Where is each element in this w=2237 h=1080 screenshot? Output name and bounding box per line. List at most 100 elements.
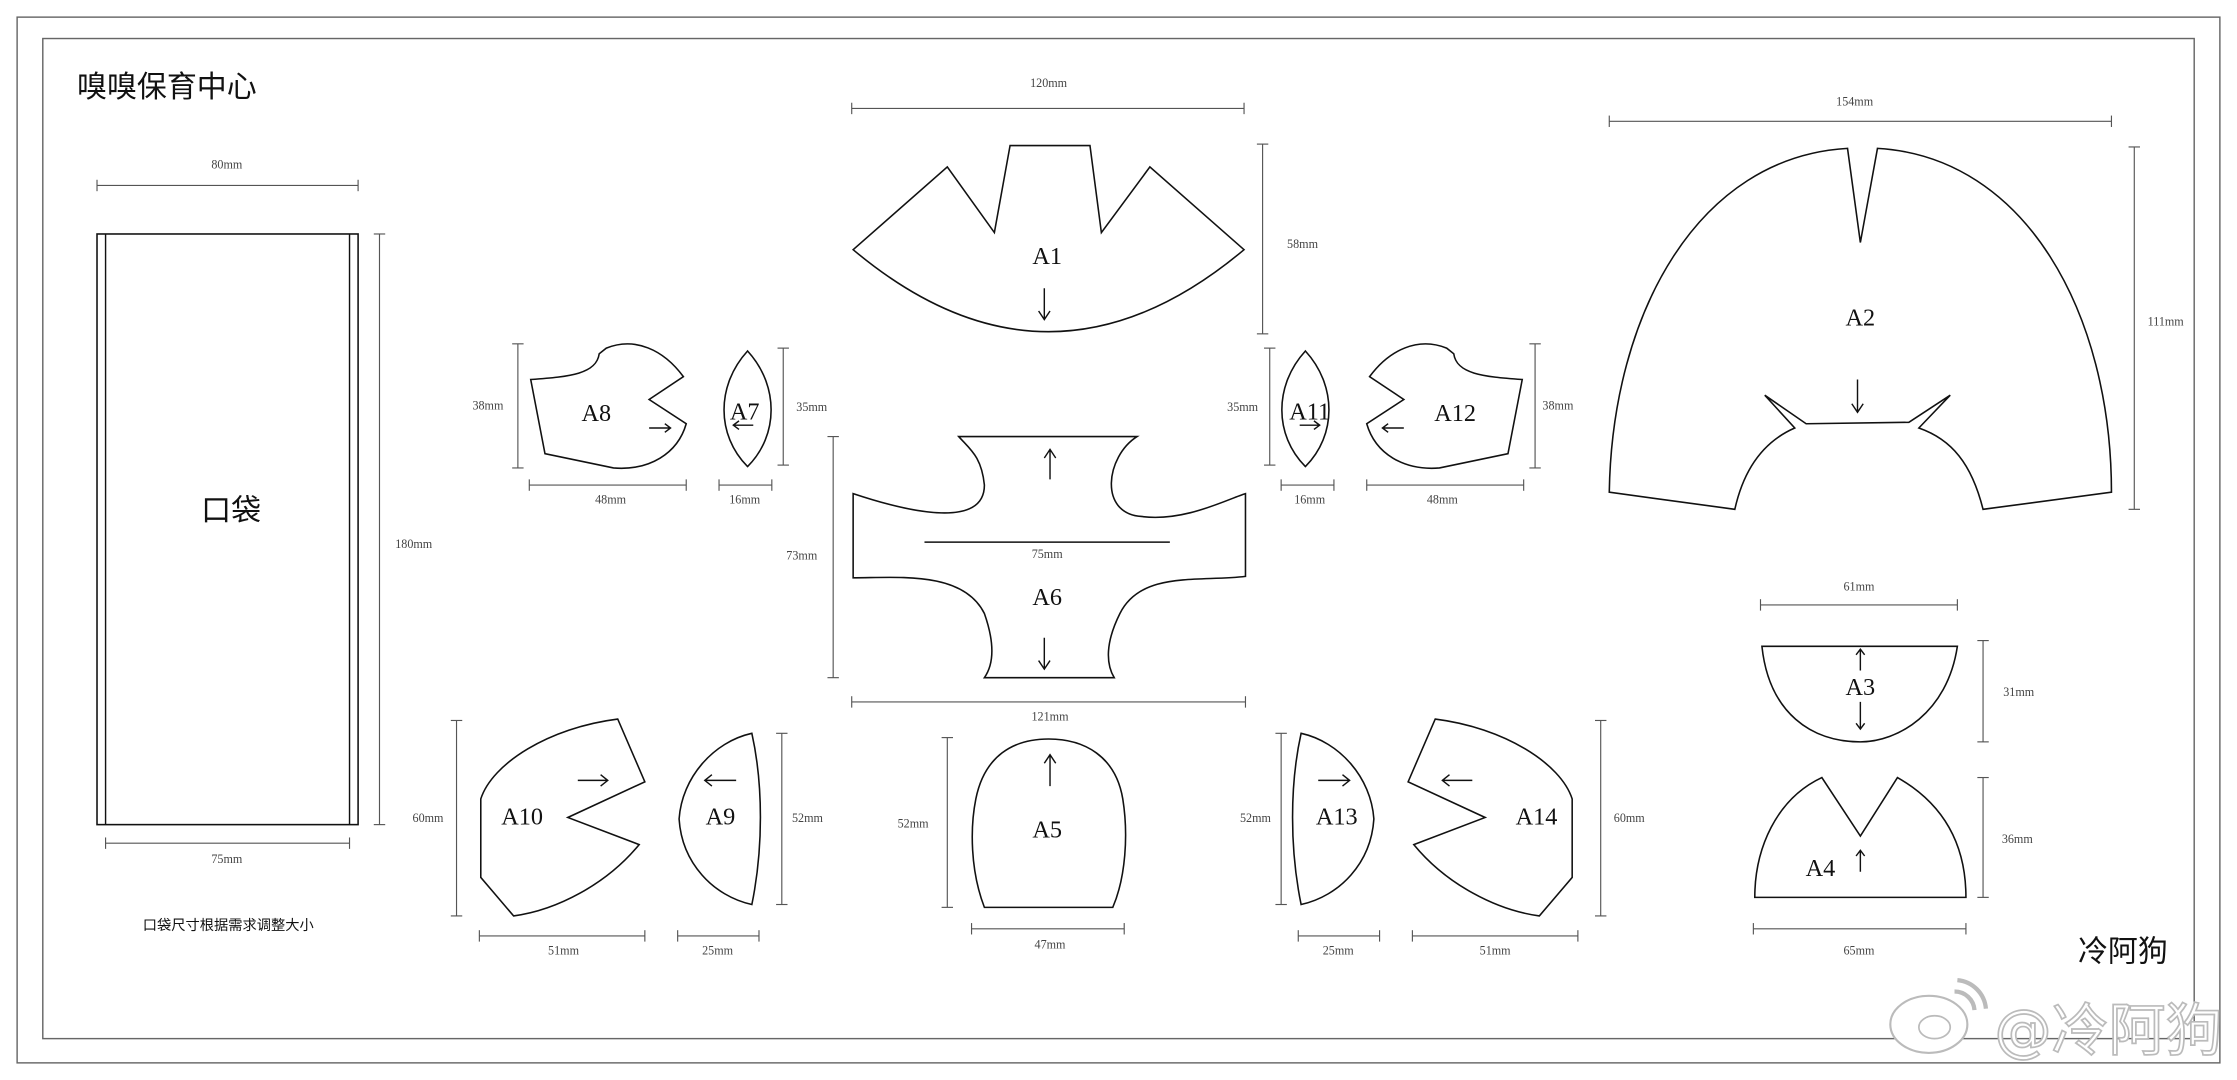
piece-a7-height: 35mm	[796, 400, 828, 414]
watermark-text: @冷阿狗	[1994, 998, 2222, 1064]
grain-arrow-icon	[1318, 774, 1351, 787]
piece-a5: A5 52mm 47mm	[898, 737, 1127, 952]
piece-a8: A8 38mm 48mm	[472, 343, 688, 507]
piece-a9-width: 25mm	[702, 943, 734, 957]
pattern-outline	[1281, 349, 1330, 468]
pocket-height: 180mm	[395, 537, 433, 551]
piece-a10-height: 60mm	[413, 811, 445, 825]
piece-a1-label: A1	[1032, 243, 1062, 270]
outer-frame	[16, 16, 2221, 1064]
piece-a3-height: 31mm	[2003, 685, 2035, 699]
grain-arrow-icon	[649, 423, 672, 433]
piece-a6-inner-width: 75mm	[1032, 547, 1064, 561]
piece-a3: A3 61mm 31mm	[1759, 580, 2035, 743]
piece-a14-width: 51mm	[1480, 943, 1512, 957]
piece-a2-width: 154mm	[1836, 95, 1874, 109]
piece-a12-height: 38mm	[1542, 398, 1574, 412]
pattern-outline	[723, 349, 772, 468]
pattern-outline	[1291, 732, 1375, 906]
piece-a8-height: 38mm	[472, 398, 504, 412]
grain-arrow-icon	[732, 420, 754, 431]
piece-a5-width: 47mm	[1035, 938, 1067, 952]
piece-a6-width: 121mm	[1032, 709, 1070, 723]
piece-a14-height: 60mm	[1614, 811, 1646, 825]
piece-a4-height: 36mm	[2002, 832, 2034, 846]
piece-a1-width: 120mm	[1030, 76, 1068, 90]
piece-a10: A10 60mm 51mm	[413, 718, 646, 957]
pocket-piece: 口袋 80mm 180mm 75mm 口袋尺寸根据需求调整大小	[96, 157, 433, 934]
piece-a12-label: A12	[1434, 400, 1476, 427]
pocket-note: 口袋尺寸根据需求调整大小	[143, 917, 314, 934]
inner-frame	[42, 37, 2195, 1040]
pattern-outline	[1754, 776, 1967, 899]
piece-a14-label: A14	[1516, 804, 1558, 831]
piece-a8-label: A8	[582, 400, 612, 427]
grain-arrow-icon	[1038, 637, 1051, 671]
piece-a9-height: 52mm	[792, 811, 824, 825]
piece-a4-label: A4	[1806, 855, 1836, 882]
grain-arrow-icon	[577, 774, 609, 787]
page-title: 嗅嗅保育中心	[77, 70, 257, 105]
pocket-width-bottom: 75mm	[211, 852, 243, 866]
pattern-outline	[678, 732, 762, 906]
piece-a11: A11 35mm 16mm	[1227, 347, 1335, 507]
piece-a10-label: A10	[501, 804, 543, 831]
pattern-outline	[971, 738, 1127, 909]
piece-a9-label: A9	[706, 804, 736, 831]
piece-a2: A2 154mm 111mm	[1608, 95, 2185, 511]
piece-a8-width: 48mm	[595, 493, 627, 507]
piece-a7: A7 35mm 16mm	[718, 347, 828, 507]
piece-a13: A13 52mm 25mm	[1240, 732, 1381, 957]
grain-arrow-icon	[1851, 379, 1864, 414]
piece-a6-label: A6	[1032, 584, 1062, 611]
piece-a3-label: A3	[1846, 674, 1876, 701]
piece-a5-height: 52mm	[898, 816, 930, 830]
piece-a12-width: 48mm	[1427, 493, 1459, 507]
piece-a7-label: A7	[730, 398, 760, 425]
pattern-outline	[1407, 718, 1573, 917]
weibo-watermark: @冷阿狗	[1889, 977, 2224, 1065]
pocket-label: 口袋	[201, 494, 261, 529]
pattern-outline	[479, 718, 646, 917]
piece-a5-label: A5	[1032, 816, 1062, 843]
grain-arrow-icon	[1038, 288, 1051, 321]
grain-arrow-icon	[1043, 753, 1057, 787]
piece-a2-height: 111mm	[2148, 314, 2185, 328]
piece-a13-label: A13	[1316, 804, 1358, 831]
pattern-outline	[852, 435, 1247, 679]
grain-arrow-icon	[1855, 849, 1866, 872]
grain-arrow-icon	[1855, 647, 1866, 731]
grain-arrow-icon	[1299, 420, 1321, 431]
piece-a9: A9 52mm 25mm	[677, 732, 824, 957]
piece-a4: A4 36mm 65mm	[1752, 776, 2034, 957]
grain-arrow-icon	[1043, 448, 1057, 480]
piece-a11-width: 16mm	[1294, 493, 1326, 507]
piece-a1-height: 58mm	[1287, 237, 1319, 251]
pattern-outline	[1608, 147, 2113, 511]
grain-arrow-icon	[1441, 774, 1473, 787]
piece-a13-height: 52mm	[1240, 811, 1272, 825]
pattern-outline	[96, 233, 359, 826]
piece-a7-width: 16mm	[729, 493, 761, 507]
pocket-width-top: 80mm	[211, 157, 243, 171]
piece-a11-height: 35mm	[1227, 400, 1259, 414]
piece-a4-width: 65mm	[1843, 943, 1875, 957]
author-signature: 冷阿狗	[2078, 935, 2168, 970]
piece-a10-width: 51mm	[548, 943, 580, 957]
piece-a13-width: 25mm	[1323, 943, 1355, 957]
piece-a6-height: 73mm	[786, 548, 818, 562]
piece-a1: A1 120mm 58mm	[851, 76, 1319, 335]
pattern-outline	[1761, 645, 1959, 743]
piece-a11-label: A11	[1289, 398, 1330, 425]
piece-a3-width: 61mm	[1843, 580, 1875, 594]
grain-arrow-icon	[703, 774, 737, 787]
pattern-outline	[529, 343, 688, 470]
piece-a2-label: A2	[1846, 304, 1876, 331]
piece-a12: A12 38mm 48mm	[1365, 343, 1574, 507]
weibo-logo-icon	[1889, 977, 1989, 1054]
grain-arrow-icon	[1381, 423, 1404, 433]
piece-a6: 75mm A6 73mm 121mm	[786, 435, 1247, 723]
pattern-outline	[1365, 343, 1524, 470]
pattern-outline	[851, 144, 1246, 333]
